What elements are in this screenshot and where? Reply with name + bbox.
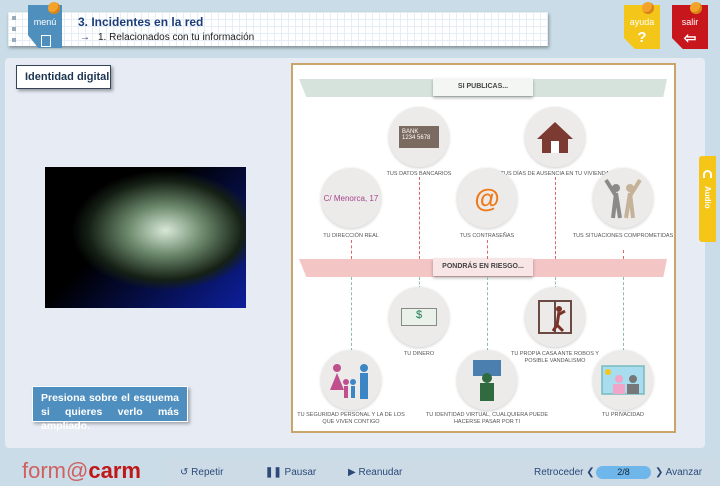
money-icon: $	[389, 287, 449, 347]
connector	[351, 277, 352, 351]
help-label: ayuda	[629, 17, 655, 27]
pin-icon	[642, 2, 654, 14]
key-at-icon: @	[457, 168, 517, 228]
pause-label: Pausar	[284, 467, 317, 478]
risk-label: TU SEGURIDAD PERSONAL Y LA DE LOS QUE VI…	[297, 412, 405, 425]
header-decoration	[12, 16, 16, 49]
top-band-label: SI PUBLICAS...	[433, 78, 533, 96]
connector	[555, 177, 556, 259]
chevron-right-icon: ❯	[655, 467, 666, 478]
audio-tab[interactable]: Audio	[699, 156, 716, 242]
infographic[interactable]: SI PUBLICAS... PONDRÁS EN RIESGO... BANK…	[291, 63, 676, 433]
menu-label: menú	[33, 17, 57, 27]
bank-number: 1234 5678	[402, 135, 431, 141]
page-indicator: 2/8	[596, 466, 651, 479]
connector	[351, 240, 352, 259]
connector	[487, 240, 488, 259]
house-icon	[525, 107, 585, 167]
connector	[487, 277, 488, 351]
hint-box: Presiona sobre el esquema si quieres ver…	[32, 386, 188, 432]
address-text: C/ Menorca, 17	[323, 193, 379, 203]
exit-label: salir	[681, 17, 699, 27]
back-button[interactable]: Retroceder ❮	[534, 467, 595, 478]
audio-label: Audio	[703, 186, 712, 209]
pin-icon	[48, 2, 60, 14]
publish-label: TUS CONTRASEÑAS	[459, 233, 515, 239]
repeat-icon: ↺	[180, 467, 192, 478]
pause-icon: ❚❚	[265, 467, 285, 478]
page-subtitle: → 1. Relacionados con tu información	[80, 32, 254, 43]
publish-label: TUS SITUACIONES COMPROMETIDAS	[572, 233, 674, 239]
connector	[555, 277, 556, 289]
exit-button[interactable]: salir ⇦	[672, 5, 708, 49]
list-icon	[41, 35, 51, 47]
pause-button[interactable]: ❚❚ Pausar	[265, 467, 316, 478]
connector	[419, 177, 420, 259]
people-celebrating-icon	[593, 168, 653, 228]
exit-icon: ⇦	[683, 30, 697, 47]
arrow-right-icon: →	[80, 32, 90, 43]
question-icon: ?	[637, 29, 647, 46]
publish-label: TUS DÍAS DE AUSENCIA EN TU VIVIENDA	[500, 171, 610, 177]
next-button[interactable]: ❯ Avanzar	[655, 467, 702, 478]
repeat-button[interactable]: ↺ Repetir	[180, 467, 223, 478]
chevron-left-icon: ❮	[583, 467, 595, 478]
back-label: Retroceder	[534, 467, 584, 478]
connector	[419, 277, 420, 289]
fingerprint-image	[45, 167, 246, 308]
help-button[interactable]: ayuda?	[624, 5, 660, 49]
risk-label: TU PROPIA CASA ANTE ROBOS Y POSIBLE VAND…	[511, 351, 599, 364]
bottom-band-label: PONDRÁS EN RIESGO...	[433, 258, 533, 276]
publish-label: TUS DATOS BANCARIOS	[386, 171, 452, 177]
risk-label: TU DINERO	[403, 351, 435, 357]
play-icon: ▶	[348, 467, 359, 478]
connector	[623, 277, 624, 351]
headphones-icon	[703, 170, 712, 178]
formacarm-logo: form@carm	[22, 458, 141, 483]
section-label: Identidad digital	[16, 65, 111, 89]
connector	[623, 250, 624, 259]
risk-label: TU IDENTIDAD VIRTUAL, CUALQUIERA PUEDE H…	[425, 412, 549, 425]
privacy-photo-icon	[593, 350, 653, 410]
family-icon	[321, 350, 381, 410]
pin-icon	[690, 2, 702, 14]
bank-text: BANK	[402, 129, 419, 135]
repeat-label: Repetir	[191, 467, 224, 478]
subtitle-text: 1. Relacionados con tu información	[98, 32, 255, 43]
next-label: Avanzar	[665, 467, 703, 478]
resume-button[interactable]: ▶ Reanudar	[348, 467, 402, 478]
header-bar	[8, 12, 548, 46]
burglar-icon	[525, 287, 585, 347]
address-icon: C/ Menorca, 17	[321, 168, 381, 228]
resume-label: Reanudar	[358, 467, 403, 478]
page-title: 3. Incidentes en la red	[78, 15, 204, 29]
risk-label: TU PRIVACIDAD	[601, 412, 645, 418]
virtual-identity-icon	[457, 350, 517, 410]
publish-label: TU DIRECCIÓN REAL	[323, 233, 379, 239]
